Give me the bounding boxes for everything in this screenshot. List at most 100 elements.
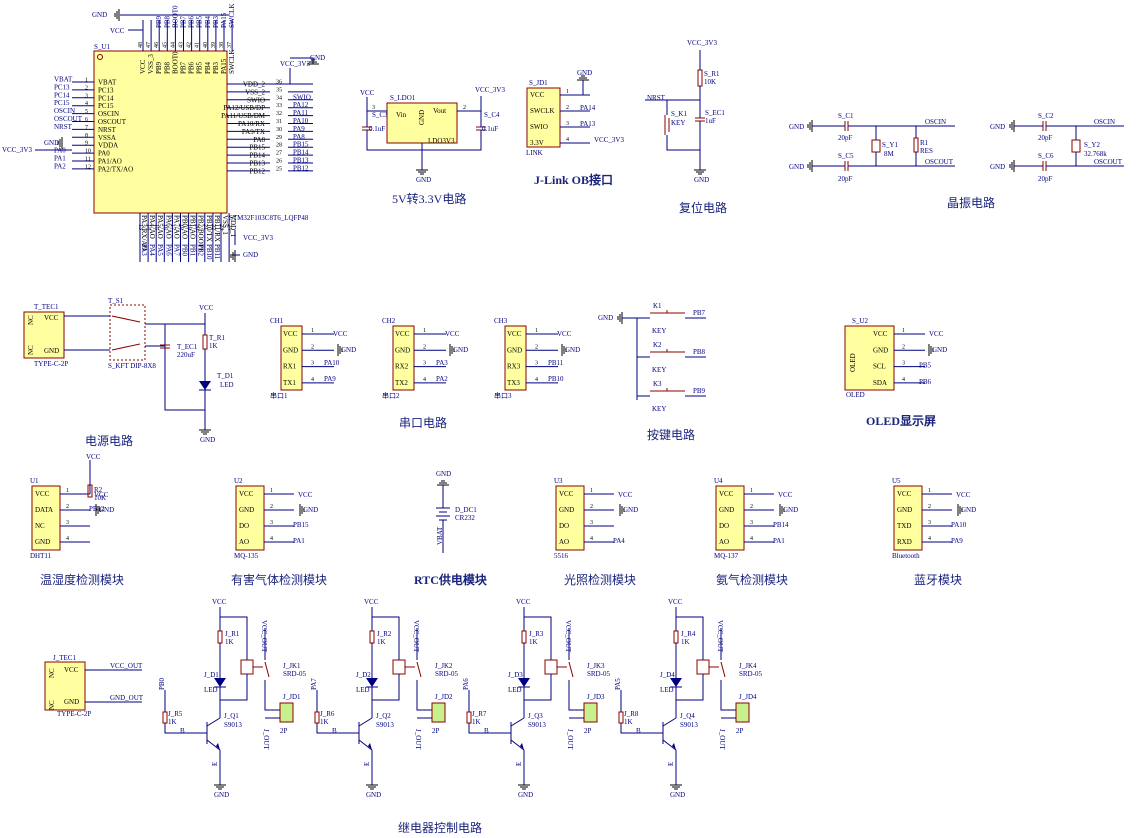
sensor-pin-num: 2 <box>66 504 69 510</box>
mcu-net-label: PA5 <box>156 244 164 256</box>
mcu-net-label: PB11 <box>213 244 221 260</box>
pin-b: B <box>636 727 641 735</box>
wire <box>206 739 221 751</box>
led-val: LED <box>508 686 522 694</box>
mcu-pin-name: PB4 <box>204 61 212 74</box>
wire <box>206 717 221 727</box>
wire <box>219 607 248 660</box>
mcu-pin-num: 13 <box>137 224 143 230</box>
sensor-name: Bluetooth <box>892 552 920 560</box>
res-val: 1K <box>168 718 177 726</box>
jack-pin: NC <box>48 668 56 678</box>
mcu-net-label: PA7 <box>172 244 180 256</box>
mcu-pin-name: PC14 <box>98 94 114 102</box>
sensor-pin: VCC <box>559 490 574 498</box>
sensor-ref: U1 <box>30 477 39 485</box>
mcu-pin-num: 40 <box>203 42 209 48</box>
sensor-gnd: GND <box>961 506 976 514</box>
cap-ref: S_C3 <box>372 111 388 119</box>
ground-symbol <box>670 784 682 790</box>
mcu-pin-name: PB11/RX <box>213 215 221 242</box>
uart-pin: VCC <box>395 330 410 338</box>
relay-jack <box>44 661 86 711</box>
sensor-pin-num: 3 <box>270 520 273 526</box>
sw-part: S_KFT DIP-8X8 <box>108 362 156 370</box>
ground-symbol <box>230 250 236 262</box>
sensor-vcc: VCC <box>778 491 793 499</box>
caption-light: 光照检测模块 <box>564 573 637 587</box>
wire <box>620 723 646 734</box>
xtal-val: 8M <box>884 150 895 158</box>
res-ref: J_R4 <box>681 630 696 638</box>
sensor-pin: AO <box>719 538 729 546</box>
uart-pin: RX2 <box>395 363 409 371</box>
jlink-pin: 3.3V <box>530 139 544 147</box>
res-val: 1K <box>377 638 386 646</box>
res-val: 1K <box>529 638 538 646</box>
sensor-pin-num: 4 <box>590 536 593 542</box>
ground-symbol <box>307 59 319 65</box>
wire <box>568 680 584 711</box>
cap-ref: S_C5 <box>838 152 854 160</box>
mcu-pin-num: 43 <box>179 42 185 48</box>
mcu-pin-num: 31 <box>276 119 282 125</box>
resistor <box>466 711 472 724</box>
mcu-net-label: PB8 <box>163 15 171 28</box>
dip-switch <box>109 304 146 361</box>
wire <box>371 607 400 660</box>
uart-header <box>392 325 415 391</box>
mcu-pin-name: PB7 <box>180 61 188 74</box>
oled-pin-num: 3 <box>902 361 905 367</box>
terminal-ref: J_JD3 <box>587 693 605 701</box>
mcu-pin-num: 37 <box>227 42 233 48</box>
mcu-pin-name: SWIO <box>247 96 265 104</box>
power-jack <box>23 311 65 359</box>
led <box>366 678 378 687</box>
ldo-pin-num: 3 <box>372 105 375 111</box>
res-ref: J_R7 <box>472 710 487 718</box>
oled-pin: VCC <box>873 330 888 338</box>
mcu-net-label: PC13 <box>54 83 70 91</box>
res-val: 1K <box>472 718 481 726</box>
wire <box>568 661 574 678</box>
ground-symbol <box>619 504 625 516</box>
mcu-net-label: BOOT0 <box>171 5 179 28</box>
sensor-gnd: GND <box>99 506 114 514</box>
mcu-ref: S_U1 <box>94 43 110 51</box>
mcu-pin-name: PB5 <box>196 61 204 74</box>
transistor-arrow <box>520 743 524 750</box>
mcu-pin-num: 42 <box>187 42 193 48</box>
wire <box>358 717 373 727</box>
mcu-pin-num: 17 <box>169 224 175 230</box>
ldo-out: VCC_3V3 <box>475 86 505 94</box>
gnd-label: GND <box>598 314 613 322</box>
rtc-part: CR232 <box>455 514 475 522</box>
relay-ref: J_JK3 <box>587 662 605 670</box>
mcu-part: STM32F103C8T6_LQFP48 <box>229 214 309 222</box>
mcu-pin-num: 12 <box>85 164 91 170</box>
sensor-pin: NC <box>35 522 45 530</box>
key-val: KEY <box>652 327 666 335</box>
res-ref: J_R5 <box>168 710 183 718</box>
mcu-pin-num: 19 <box>186 224 192 230</box>
sensor-pin: DO <box>719 522 729 530</box>
mcu-pin-name: SWCLK <box>228 50 236 75</box>
mcu-pin-name: VSS_2 <box>245 88 265 96</box>
uart-pin: RX3 <box>507 363 521 371</box>
caption-oled: OLED显示屏 <box>866 414 937 428</box>
ground-symbol <box>928 344 934 356</box>
mcu-pin-num: 2 <box>85 85 88 91</box>
relay-coil <box>696 659 710 675</box>
mcu-vcc33-label: VCC_3V3 <box>2 146 32 154</box>
transistor-val: S9013 <box>680 721 698 729</box>
uart-pin: VCC <box>507 330 522 338</box>
mcu-pin-name: PA7/AO <box>172 215 180 239</box>
relay-out: VCC_OUT <box>412 620 420 653</box>
jlink-net: PA13 <box>580 120 596 128</box>
key-net: PB7 <box>693 309 706 317</box>
jack-pin: NC <box>27 315 35 325</box>
wire <box>145 345 166 410</box>
led-val: LED <box>204 686 218 694</box>
mcu-pin-name: PA8 <box>253 136 265 144</box>
mcu-pin-name: PA6/AO <box>164 215 172 239</box>
